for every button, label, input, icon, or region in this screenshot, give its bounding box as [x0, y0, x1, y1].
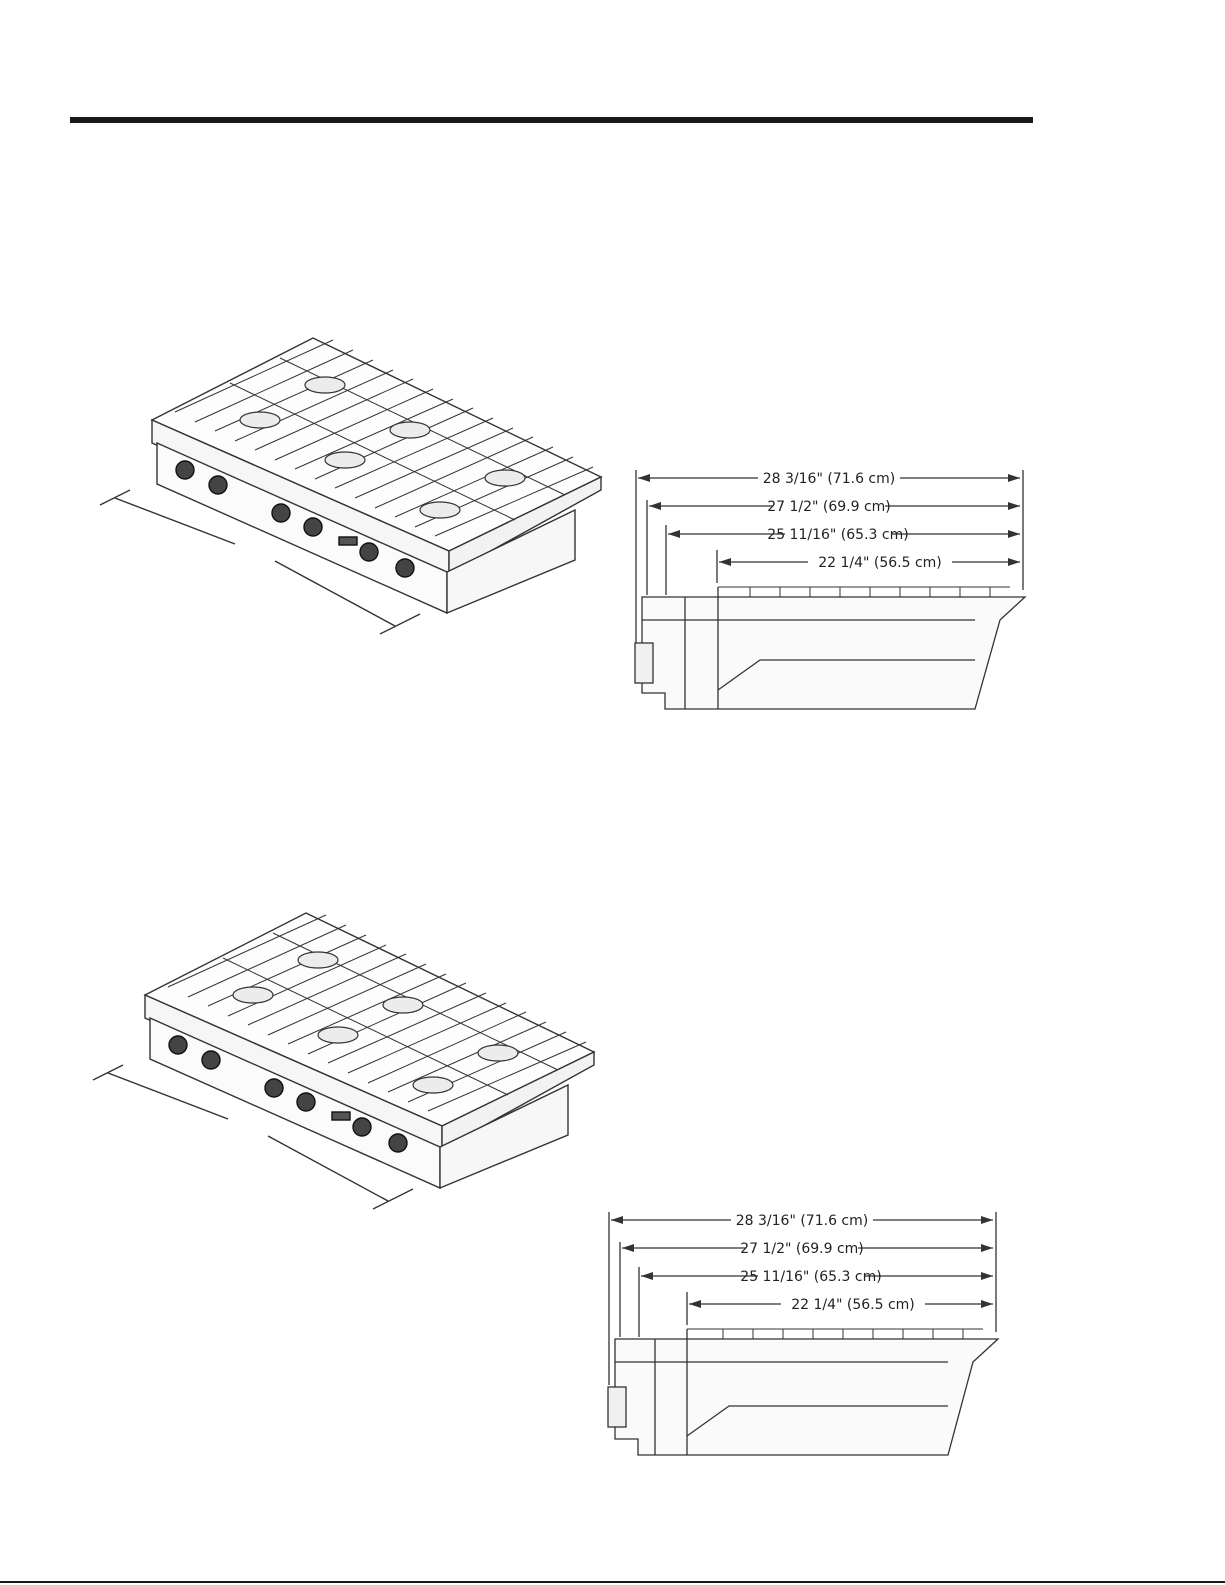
dimension-label: 27 1/2" (69.9 cm): [767, 499, 891, 515]
knob-icon: [389, 1134, 407, 1152]
dimension-label: 22 1/4" (56.5 cm): [791, 1297, 915, 1313]
burner-icon: [233, 987, 273, 1003]
badge-icon: [332, 1112, 350, 1120]
burner-icon: [420, 502, 460, 518]
dimension-label: 25 11/16" (65.3 cm): [767, 527, 908, 543]
burner-icon: [305, 377, 345, 393]
knob-icon: [353, 1118, 371, 1136]
knob-icon: [304, 518, 322, 536]
badge-icon: [339, 537, 357, 545]
cooktop-isometric-bottom: [88, 905, 608, 1230]
side-elevation-bottom: 28 3/16" (71.6 cm) 27 1/2" (69.9 cm) 25 …: [603, 1207, 1003, 1462]
footer-rule: [0, 1581, 1225, 1583]
knob-side-icon: [635, 643, 653, 683]
side-elevation-top: 28 3/16" (71.6 cm) 27 1/2" (69.9 cm) 25 …: [630, 465, 1030, 715]
knob-icon: [265, 1079, 283, 1097]
cooktop-side-profile: [642, 597, 1025, 709]
burner-icon: [325, 452, 365, 468]
burner-icon: [478, 1045, 518, 1061]
burner-icon: [413, 1077, 453, 1093]
burner-icon: [240, 412, 280, 428]
burner-icon: [485, 470, 525, 486]
knob-icon: [396, 559, 414, 577]
knob-icon: [202, 1051, 220, 1069]
knob-icon: [360, 543, 378, 561]
dimension-label: 22 1/4" (56.5 cm): [818, 555, 942, 571]
header-rule: [70, 117, 1033, 123]
dimension-label: 25 11/16" (65.3 cm): [740, 1269, 881, 1285]
knob-icon: [297, 1093, 315, 1111]
knob-icon: [209, 476, 227, 494]
knob-side-icon: [608, 1387, 626, 1427]
knob-icon: [176, 461, 194, 479]
burner-icon: [383, 997, 423, 1013]
burner-icon: [318, 1027, 358, 1043]
burner-icon: [298, 952, 338, 968]
dimension-label: 28 3/16" (71.6 cm): [736, 1213, 868, 1229]
burner-icon: [390, 422, 430, 438]
knob-icon: [272, 504, 290, 522]
dimension-label: 28 3/16" (71.6 cm): [763, 471, 895, 487]
cooktop-isometric-top: [95, 330, 615, 650]
knob-icon: [169, 1036, 187, 1054]
dimension-label: 27 1/2" (69.9 cm): [740, 1241, 864, 1257]
cooktop-side-profile: [615, 1339, 998, 1455]
